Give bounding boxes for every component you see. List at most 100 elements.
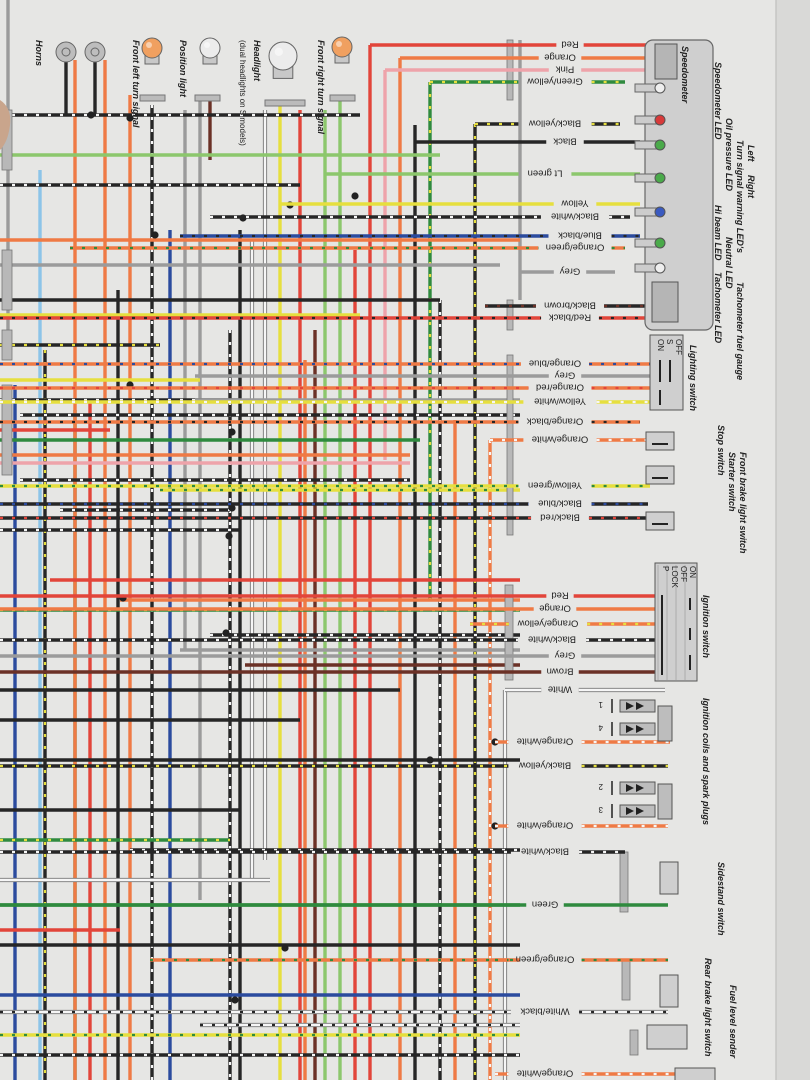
connector-block [506,299,514,331]
wire-label: Black/red [540,512,580,523]
connector-block [504,584,514,681]
wire-label: Orange/white [517,820,574,831]
junction-dot [222,629,230,637]
spark-plug-coil-icon: 1 [598,699,656,713]
wire-label: Orange/yellow [518,618,579,629]
wire-label: Green/yellow [527,76,583,87]
junction-dot [231,996,239,1004]
wire-label: Orange/white [517,1068,574,1079]
wire-label: Green [532,899,558,910]
stop-switch-label: Stop switch [716,425,726,476]
wire-black-red: Black/red [0,512,650,523]
junction-dot [351,192,359,200]
wire-label: Brown [547,666,574,677]
stop-switch[interactable] [645,431,675,451]
wire-label: Orange/black [527,416,584,427]
instrument-label: Speedometer [680,46,690,104]
wire-brown: Brown [0,666,660,677]
coil-connector [657,705,673,742]
wire-label: Lt green [528,168,563,179]
led-icon [634,206,666,218]
instrument-label: Neutral LED [724,237,734,289]
component-box [674,1067,716,1080]
wire-lt-green: Lt green [325,168,640,179]
cylinder-number: 1 [598,700,603,709]
wire-green: Green [0,899,668,910]
wire-label: White/black [520,1006,569,1017]
front-brake-light-switch[interactable] [645,511,675,531]
wire-label: Yellow [561,198,588,209]
lighting-switch [649,334,684,411]
connector-block [194,94,221,102]
led-icon [634,172,666,184]
wire-label: Orange [539,603,571,614]
wire-orange-yellow: Orange/yellow [470,618,660,629]
instrument-label: Right [746,175,756,199]
led-icon [634,139,666,151]
instrument-cluster [644,39,714,331]
led-icon [634,114,666,126]
connector-block [629,1029,639,1056]
wire-pink: Pink [385,64,655,75]
cylinder-number: 3 [598,805,603,814]
wire-black-white: Black/white [210,211,630,222]
junction-dot [151,231,159,239]
tachometer-fuel-gauge [651,281,679,323]
instrument-label: Hi beam LED [713,205,723,261]
connector-block [619,851,629,913]
wire-black-white: Black/white [0,634,660,645]
connector-block [506,354,514,536]
front-right-turn-signal-bulb-icon [331,36,353,64]
wire-red: Red [0,590,660,601]
wire-yellow: Yellow [280,198,640,209]
ignition-position-label: OFF [679,566,688,582]
wire-orange-white: Orange/white [495,820,668,831]
instrument-label: Speedometer LED [713,62,723,140]
wire-label: Yellow/white [534,396,586,407]
lighting-switch-label: Lighting switch [688,345,698,411]
front-left-turn-signal-label: Front left turn signal [131,40,141,128]
ignition-coils-label: Ignition coils and spark plugs [701,698,711,825]
front-left-turn-signal-bulb-icon [141,37,163,65]
headlight-label: Headlight [252,40,262,82]
connector-block [1,249,13,311]
wire-label: Orange [544,52,576,63]
wire-black-blue: Black/blue [0,498,648,509]
cylinder-number: 4 [598,723,603,732]
junction-dot [281,944,289,952]
wire-yellow-green: Yellow/green [0,480,650,491]
wire-label: Yellow/green [528,480,582,491]
junction-dot [225,532,233,540]
wire-label: Red/black [549,312,591,323]
switch-position-label: S [665,339,674,344]
connector-block [1,329,13,361]
instrument-label: Tachometer fuel gauge [735,282,745,380]
wire-yellow-white: Yellow/white [0,396,655,407]
connector-block [621,959,631,1001]
instrument-label: Turn signal warning LED's [735,140,745,253]
speedometer-gauge [654,43,678,80]
starter-switch-label: Starter switch [727,452,737,512]
rear-brake-light-switch-label: Rear brake light switch [703,958,713,1057]
wire-orange-red: Orange/red [0,382,655,393]
finger [0,100,11,150]
position-light-bulb-icon [199,37,221,65]
wire-label: Black/white [551,211,599,222]
wire-label: Black/white [528,634,576,645]
starter-switch[interactable] [645,465,675,485]
wire-black: Black [415,136,640,147]
position-light-label: Position light [178,40,188,98]
wire-white-black: White/black [0,1006,668,1017]
instrument-label: Tachometer LED [713,272,723,344]
book-page-edge [776,0,810,1080]
wire-orange: Orange [0,603,660,614]
wire-orange-blue: Orange/blue [0,358,655,369]
wire-red: Red [370,39,655,50]
wire-label: White [548,684,572,695]
wire-orange-green: Orange/green [495,954,668,965]
wire-label: Grey [554,370,575,381]
wire-orange-white: Orange/white [495,736,670,747]
fuel-level-sender-label: Fuel level sender [728,985,738,1059]
led-icon [634,262,666,274]
